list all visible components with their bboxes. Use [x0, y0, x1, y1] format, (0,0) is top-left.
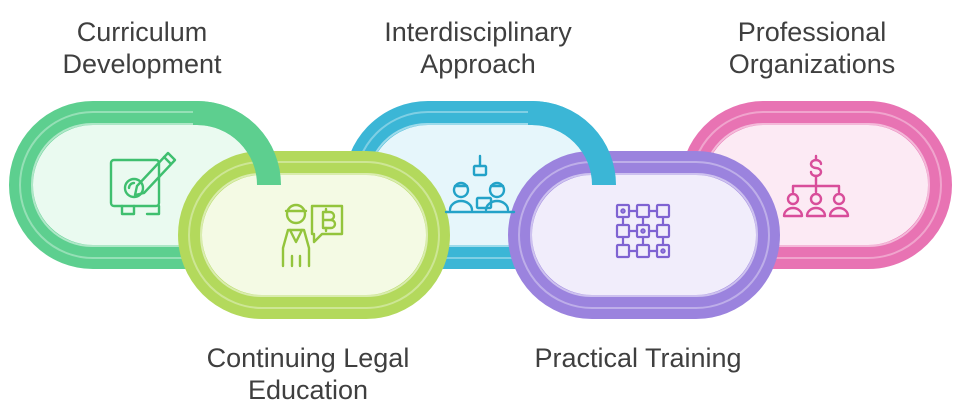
whiteboard-pencil-icon	[109, 151, 177, 216]
dollar-org-chart-icon	[782, 154, 850, 218]
label-practical-training: Practical Training	[534, 343, 742, 373]
grid-network-icon	[615, 203, 671, 259]
person-bitcoin-bubble-icon	[281, 203, 344, 268]
chain-link-practical-training	[508, 151, 780, 319]
chain-front-layer	[178, 101, 780, 319]
icon-layer	[109, 151, 850, 268]
people-at-desk-icon	[444, 154, 516, 214]
